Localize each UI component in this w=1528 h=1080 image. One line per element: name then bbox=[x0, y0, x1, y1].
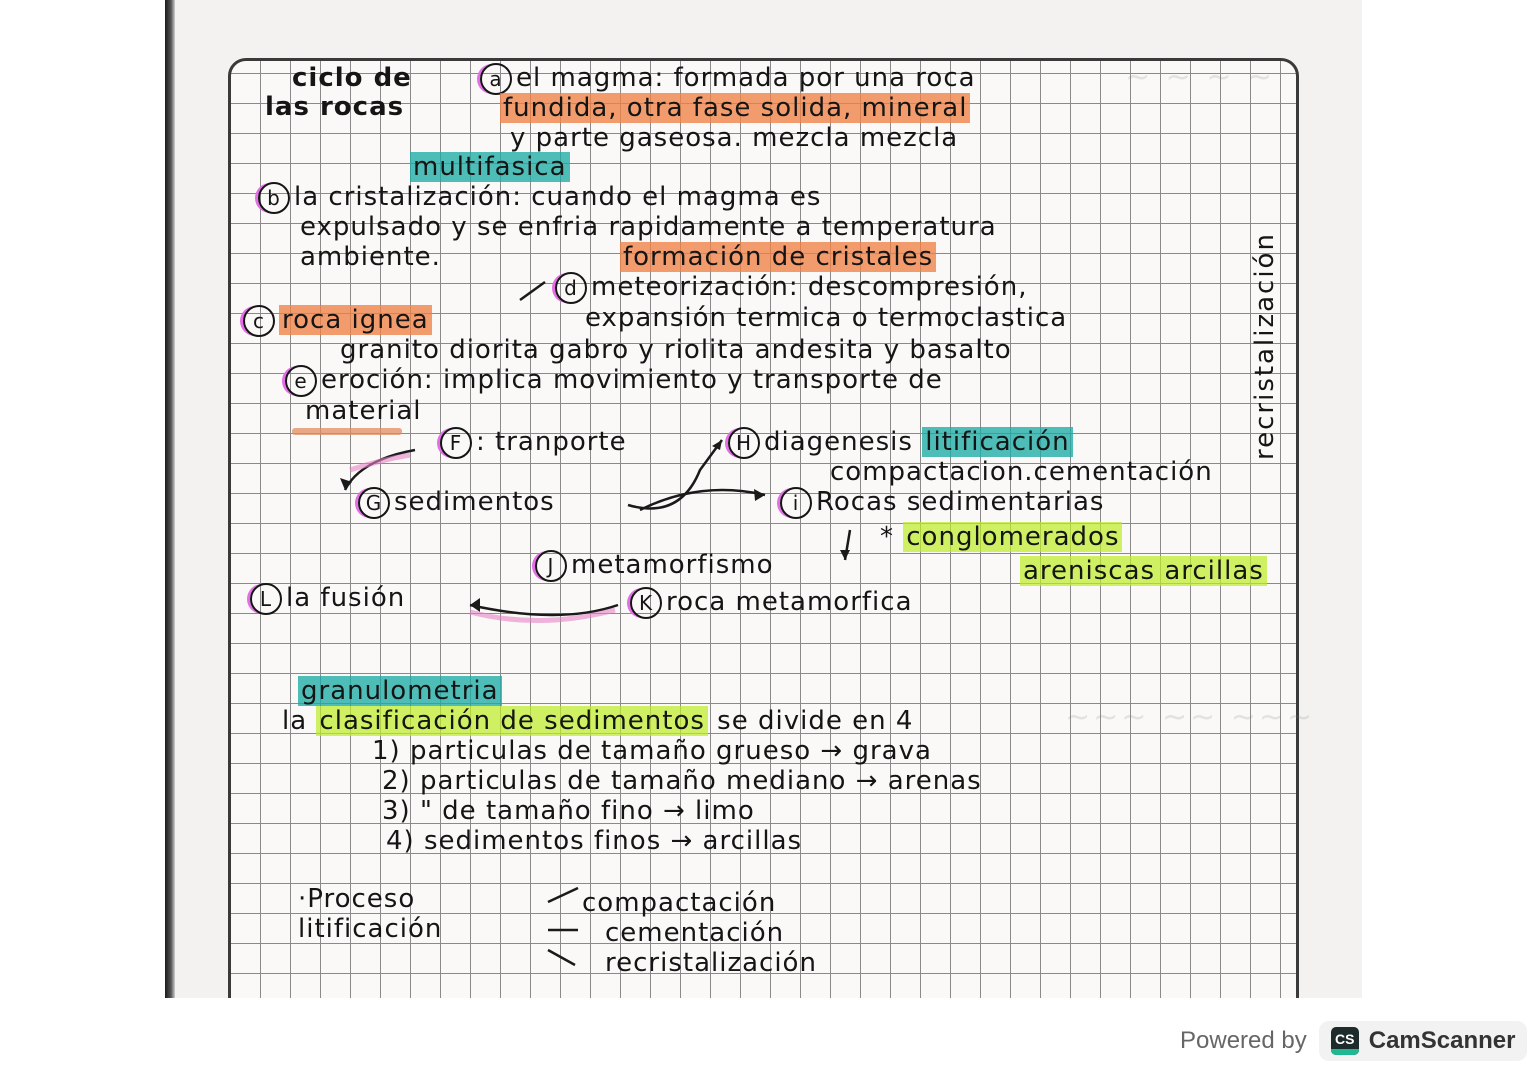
scanned-page: ~ ~ ~ ~ ~~~ ~~ ~~~ bbox=[165, 0, 1362, 998]
section-i-label: Rocas sedimentarias bbox=[816, 487, 1105, 517]
litificacion-step-3: recristalización bbox=[605, 948, 817, 978]
section-f: F: tranporte bbox=[440, 427, 627, 459]
section-d-line-2: expansión termica o termoclastica bbox=[585, 303, 1068, 333]
marker-j-icon: J bbox=[535, 550, 567, 582]
section-a-line-1: el magma: formada por una roca bbox=[516, 63, 976, 93]
marker-h-icon: H bbox=[728, 427, 760, 459]
granulometria-item-4: 4) sedimentos finos → arcillas bbox=[386, 826, 803, 856]
section-c-label: roca ignea bbox=[279, 305, 432, 335]
marker-f-icon: F bbox=[440, 427, 472, 459]
granulometria-item-1: 1) particulas de tamaño grueso → grava bbox=[372, 736, 932, 766]
marker-c-icon: c bbox=[243, 305, 275, 337]
section-i-sub-2: areniscas arcillas bbox=[1020, 556, 1267, 586]
section-l-label: la fusión bbox=[286, 583, 406, 613]
section-a-line-3: y parte gaseosa. mezcla mezcla bbox=[510, 123, 959, 153]
marker-b-icon: b bbox=[258, 182, 290, 214]
highlight-underline bbox=[292, 428, 402, 435]
section-e-line-2: material bbox=[305, 396, 422, 426]
marker-a-icon: a bbox=[480, 63, 512, 95]
camscanner-badge[interactable]: CS CamScanner bbox=[1318, 1021, 1528, 1061]
section-a-highlight: multifasica bbox=[410, 152, 570, 182]
powered-by-label: Powered by bbox=[1180, 1027, 1307, 1054]
marker-d-icon: d bbox=[555, 272, 587, 304]
section-g-label: sedimentos bbox=[394, 487, 555, 517]
marker-g-icon: G bbox=[358, 487, 390, 519]
section-f-label: : tranporte bbox=[476, 427, 627, 457]
section-k-label: roca metamorfica bbox=[666, 587, 913, 617]
section-b-line-2: expulsado y se enfria rapidamente a temp… bbox=[300, 212, 997, 242]
marker-l-icon: L bbox=[250, 583, 282, 615]
note-title-line-2: las rocas bbox=[265, 92, 405, 122]
granulometria-intro: la clasificación de sedimentos se divide… bbox=[282, 706, 914, 736]
litificacion-step-1: compactación bbox=[582, 888, 777, 918]
section-d-line-1: meteorización: descompresión, bbox=[591, 272, 1028, 302]
litificacion-label-2: litificación bbox=[298, 914, 443, 944]
section-e-line-1: eroción: implica movimiento y transporte… bbox=[321, 365, 943, 395]
granulometria-item-2: 2) particulas de tamaño mediano → arenas bbox=[382, 766, 982, 796]
section-h-label: diagenesis bbox=[764, 427, 913, 457]
side-label-recristalizacion: recristalización bbox=[1250, 232, 1280, 460]
section-b-highlight: formación de cristales bbox=[620, 242, 937, 272]
litificacion-step-2: cementación bbox=[605, 918, 785, 948]
section-a-line-2: fundida, otra fase solida, mineral bbox=[500, 93, 971, 123]
marker-k-icon: K bbox=[630, 587, 662, 619]
marker-i-icon: i bbox=[780, 487, 812, 519]
bleed-through-text: ~ ~ ~ ~ bbox=[1125, 60, 1276, 95]
section-j-label: metamorfismo bbox=[571, 550, 774, 580]
bleed-through-text: ~~~ ~~ ~~~ bbox=[1065, 700, 1316, 735]
marker-e-icon: e bbox=[285, 365, 317, 397]
section-c-examples: granito diorita gabro y riolita andesita… bbox=[340, 335, 1012, 365]
page-edge-shadow bbox=[165, 0, 175, 998]
section-b-line-1: la cristalización: cuando el magma es bbox=[294, 182, 822, 212]
camscanner-brand-name: CamScanner bbox=[1368, 1027, 1516, 1054]
camscanner-logo-icon: CS bbox=[1330, 1027, 1359, 1055]
note-title-line-1: ciclo de bbox=[292, 63, 412, 93]
camscanner-watermark: Powered by CS CamScanner bbox=[1180, 1016, 1528, 1066]
section-h-sub: compactacion.cementación bbox=[830, 457, 1213, 487]
litificacion-label-1: ·Proceso bbox=[298, 884, 416, 914]
section-b-line-3: ambiente. bbox=[300, 242, 441, 272]
granulometria-item-3: 3) " de tamaño fino → limo bbox=[382, 796, 755, 826]
section-h-highlight: litificación bbox=[922, 427, 1073, 457]
granulometria-title: granulometria bbox=[298, 676, 502, 706]
section-i-sub-1: * conglomerados bbox=[880, 522, 1123, 552]
